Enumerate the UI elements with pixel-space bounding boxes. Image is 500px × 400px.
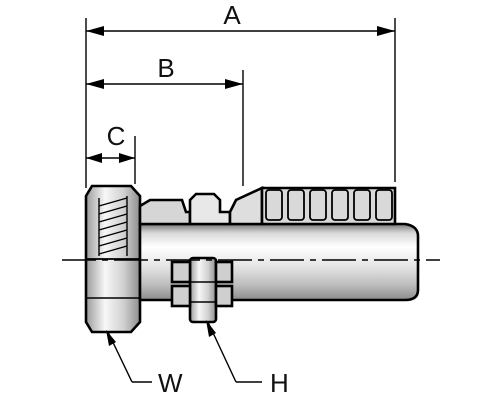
shell-ribs: [260, 186, 397, 226]
callout-w: W: [106, 330, 183, 398]
label-h: H: [270, 368, 289, 398]
dimension-a: A: [85, 0, 396, 188]
shell-taper: [228, 185, 264, 226]
label-w: W: [158, 368, 183, 398]
label-a: A: [223, 0, 241, 30]
label-b: B: [157, 53, 174, 83]
stem-nose: [138, 198, 192, 226]
nut-threads: [98, 196, 128, 256]
callout-h: H: [206, 320, 289, 398]
fitting-body: [62, 184, 440, 334]
hex-collar-lower: [188, 256, 218, 324]
dimension-b: B: [86, 53, 244, 186]
hex-collar: [188, 192, 232, 226]
dimension-c: C: [86, 121, 136, 184]
label-c: C: [107, 121, 126, 151]
